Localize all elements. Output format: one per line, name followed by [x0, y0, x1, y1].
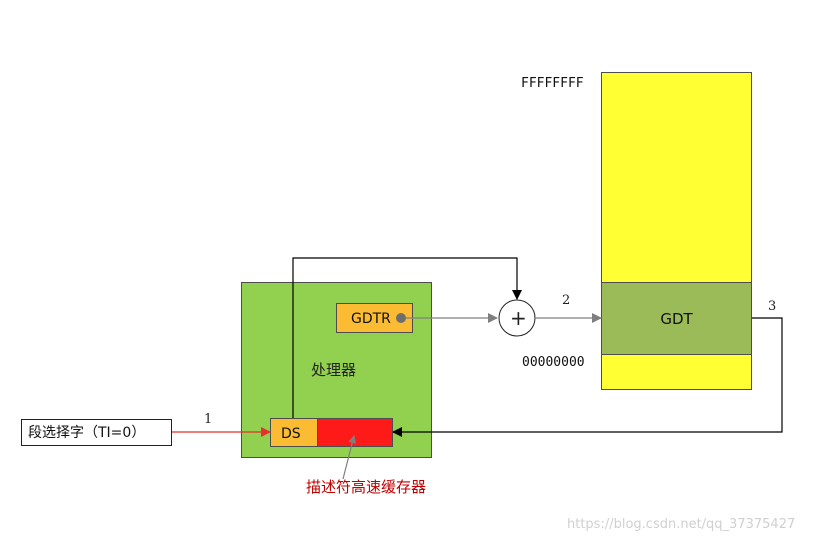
step-3-label: 3: [768, 299, 777, 314]
gdt-block: GDT: [601, 282, 752, 355]
ds-to-adder-arrow: [292, 257, 522, 418]
step-1-label: 1: [204, 412, 213, 427]
gdtr-register: GDTR: [336, 303, 413, 333]
gdt-label: GDT: [660, 310, 693, 328]
descriptor-cache-label: 描述符高速缓存器: [306, 478, 427, 496]
gdtr-connector-dot: [396, 313, 406, 323]
ds-label: DS: [281, 426, 301, 442]
gdt-to-cache-arrow: [392, 317, 783, 437]
top-address-label: FFFFFFFF: [521, 76, 584, 91]
cache-label-pointer: [342, 435, 357, 480]
ds-register: DS: [270, 418, 318, 447]
segment-selector-box: 段选择字（TI=0）: [21, 419, 172, 446]
segment-selector-label: 段选择字（TI=0）: [28, 425, 146, 441]
processor-label: 处理器: [311, 361, 357, 379]
adder-symbol: +: [510, 306, 527, 330]
gdtr-label: GDTR: [351, 311, 391, 327]
bottom-address-label: 00000000: [522, 355, 585, 370]
watermark-text: https://blog.csdn.net/qq_37375427: [567, 517, 796, 532]
step-2-label: 2: [562, 293, 571, 308]
